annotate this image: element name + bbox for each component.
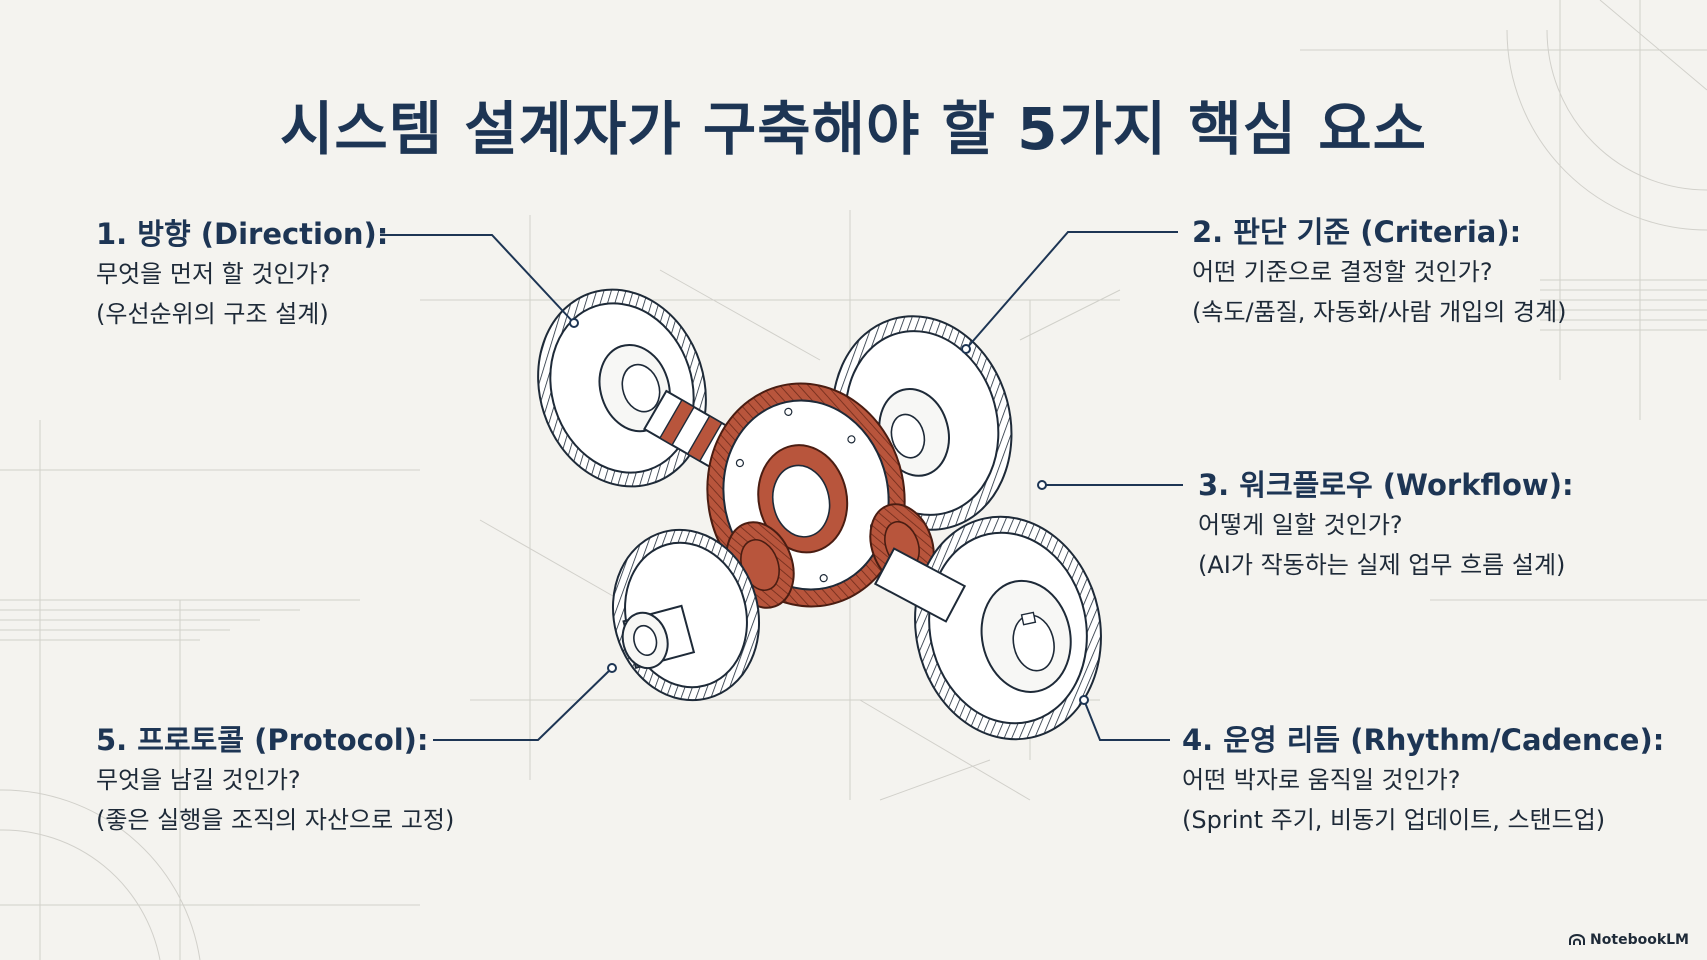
brand-label: NotebookLM — [1590, 932, 1689, 948]
item-direction: 1. 방향 (Direction): 무엇을 먼저 할 것인가? (우선순위의 … — [96, 214, 388, 334]
callout-line-direction — [380, 234, 575, 324]
item-heading: 2. 판단 기준 (Criteria): — [1192, 215, 1522, 249]
item-heading: 1. 방향 (Direction): — [96, 217, 389, 251]
item-heading: 5. 프로토콜 (Protocol): — [96, 723, 429, 757]
callout-line-rhythm — [1083, 699, 1170, 741]
item-detail: (좋은 실행을 조직의 자산으로 고정) — [96, 806, 455, 834]
item-heading: 4. 운영 리듬 (Rhythm/Cadence): — [1182, 723, 1665, 757]
callout-line-protocol — [433, 667, 613, 741]
item-detail: (속도/품질, 자동화/사람 개입의 경계) — [1192, 298, 1567, 326]
notebooklm-logo-icon — [1569, 934, 1586, 945]
item-criteria: 2. 판단 기준 (Criteria): 어떤 기준으로 결정할 것인가? (속… — [1192, 212, 1567, 332]
item-detail: (Sprint 주기, 비동기 업데이트, 스탠드업) — [1182, 806, 1606, 834]
item-question: 어떤 박자로 움직일 것인가? — [1182, 766, 1461, 794]
item-question: 무엇을 남길 것인가? — [96, 766, 301, 794]
gear-bottom-right — [914, 515, 1102, 741]
item-question: 어떻게 일할 것인가? — [1198, 511, 1403, 539]
callout-dot-protocol — [607, 663, 617, 673]
item-rhythm: 4. 운영 리듬 (Rhythm/Cadence): 어떤 박자로 움직일 것인… — [1182, 720, 1664, 840]
gear-bottom-left — [611, 528, 761, 702]
item-question: 어떤 기준으로 결정할 것인가? — [1192, 258, 1493, 286]
item-detail: (AI가 작동하는 실제 업무 흐름 설계) — [1198, 551, 1566, 579]
item-detail: (우선순위의 구조 설계) — [96, 300, 329, 328]
item-heading: 3. 워크플로우 (Workflow): — [1198, 468, 1574, 502]
callout-dot-workflow — [1037, 480, 1047, 490]
page-title: 시스템 설계자가 구축해야 할 5가지 핵심 요소 — [280, 95, 1427, 163]
item-question: 무엇을 먼저 할 것인가? — [96, 260, 331, 288]
item-protocol: 5. 프로토콜 (Protocol): 무엇을 남길 것인가? (좋은 실행을 … — [96, 720, 454, 840]
callout-dot-criteria — [961, 344, 971, 354]
gear-top-left — [537, 288, 707, 488]
callout-dot-rhythm — [1079, 695, 1089, 705]
callout-dot-direction — [569, 318, 579, 328]
notebooklm-watermark: NotebookLM — [1569, 932, 1689, 948]
shaft-right — [873, 547, 967, 623]
item-workflow: 3. 워크플로우 (Workflow): 어떻게 일할 것인가? (AI가 작동… — [1198, 465, 1574, 585]
callout-line-criteria — [965, 231, 1178, 350]
